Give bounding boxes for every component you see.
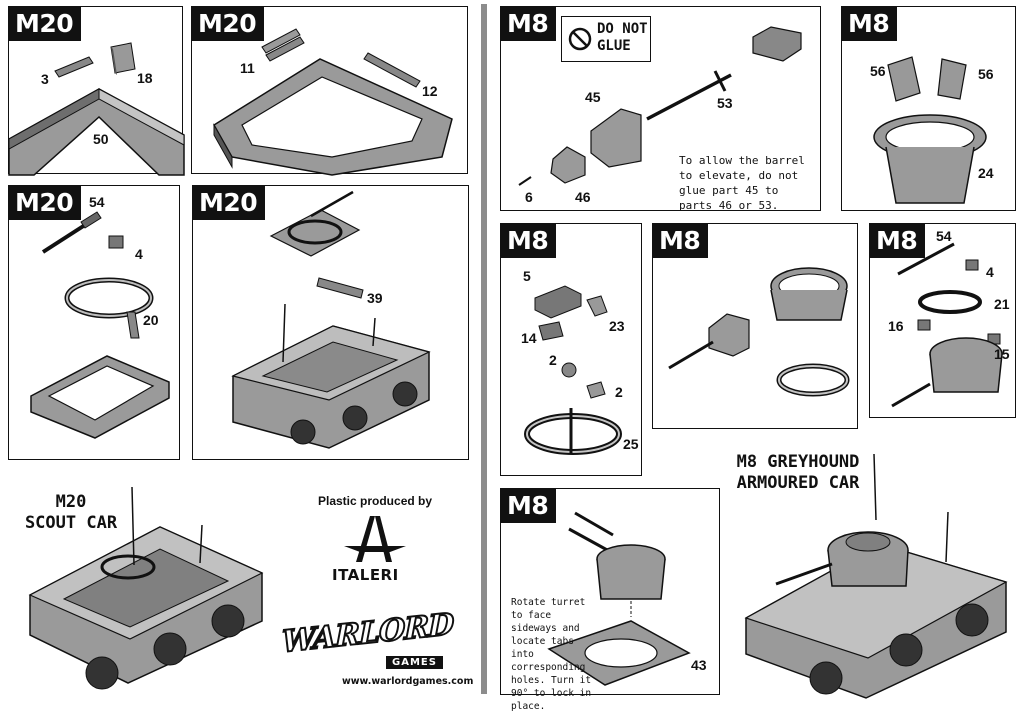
plastic-credit: Plastic produced by [318,494,433,508]
part-number: 54 [936,228,952,244]
part-number: 45 [585,89,601,105]
turret-internals-illustration [524,285,622,455]
part-number: 24 [978,165,994,181]
part-number: 43 [691,657,707,673]
italeri-logo: ITALERI [332,566,399,584]
m20-assembly-illustration [231,190,431,449]
part-number: 39 [367,290,383,306]
barrel-note: To allow the barrel to elevate, do not g… [679,154,805,212]
page-divider [481,4,487,694]
turret-ring-illustration [873,56,987,204]
m8-title-line1: M8 GREYHOUND [736,452,860,472]
step-tag: M20 [192,7,265,41]
panel-step-5: M8 DO NOT GLUE 45 53 6 46 To allow the b… [500,6,821,212]
warlord-url: www.warlordgames.com [342,676,474,687]
turret-mg-illustration [891,242,1003,408]
part-number: 11 [240,60,255,76]
turret-assembly-illustration [668,267,850,397]
part-number: 46 [575,189,591,205]
m20-title: M20 SCOUT CAR [16,492,126,534]
panel-step-7: M8 5 14 23 2 2 25 [500,223,642,476]
part-number: 20 [143,312,159,328]
panel-step-4: M20 39 [192,185,469,460]
panel-step-6: M8 56 56 24 [841,6,1016,211]
turret-placement-illustration [547,511,691,686]
part-number: 18 [137,70,153,86]
part-number: 21 [994,296,1010,312]
part-number: 50 [93,131,109,147]
step-tag: M20 [9,186,82,220]
step-tag: M8 [842,7,898,41]
hull-rim-part-illustration [8,42,185,176]
gun-barrel-illustration [518,26,802,186]
part-number: 6 [525,189,533,205]
italeri-logo-mark [344,516,406,562]
part-number: 23 [609,318,625,334]
no-glue-icon [568,27,592,51]
part-number: 2 [549,352,557,368]
m8-greyhound-illustration [744,453,1008,699]
do-not-glue-warning: DO NOT GLUE [561,16,651,62]
do-not-glue-label: DO NOT GLUE [597,21,648,54]
panel-step-10: M8 43 Rotate turret to face sideways and… [500,488,720,712]
m8-title: M8 GREYHOUND ARMOURED CAR [728,452,868,494]
part-number: 56 [978,66,994,82]
part-number: 14 [521,330,537,346]
part-number: 4 [135,246,143,262]
part-number: 4 [986,264,994,280]
panel-step-1: M20 3 18 50 [8,6,185,176]
part-number: 54 [89,194,105,210]
step-tag: M20 [9,7,82,41]
step-tag: M8 [501,224,557,258]
warlord-logo-word: WARLORD [281,606,454,661]
part-number: 3 [41,71,49,87]
step-tag: M8 [501,489,557,523]
part-number: 5 [523,268,531,284]
m20-title-line2: SCOUT CAR [24,513,118,533]
panel-step-9: M8 54 4 21 16 15 [869,223,1016,418]
turret-note: Rotate turret to face sideways and locat… [511,597,592,712]
part-number: 16 [888,318,904,334]
part-number: 2 [615,384,623,400]
panel-step-3: M20 54 4 20 [8,185,180,460]
step-tag: M8 [501,7,557,41]
m20-title-line1: M20 [55,492,87,512]
m8-title-line2: ARMOURED CAR [736,473,860,493]
part-number: 53 [717,95,733,111]
part-number: 25 [623,436,639,452]
part-number: 12 [422,83,438,99]
step-tag: M8 [870,224,926,258]
step-tag: M20 [193,186,266,220]
panel-step-8: M8 [652,223,858,429]
gun-ring-illustration [30,211,170,439]
hull-frame-illustration [212,28,453,176]
step-tag: M8 [653,224,709,258]
panel-step-2: M20 11 12 [191,6,468,176]
warlord-logo-sub: GAMES [386,656,443,669]
part-number: 56 [870,63,886,79]
part-number: 15 [994,346,1010,362]
m20-scout-car-illustration [28,486,264,690]
warlord-logo: WARLORD GAMES www.warlordgames.com [281,606,473,690]
